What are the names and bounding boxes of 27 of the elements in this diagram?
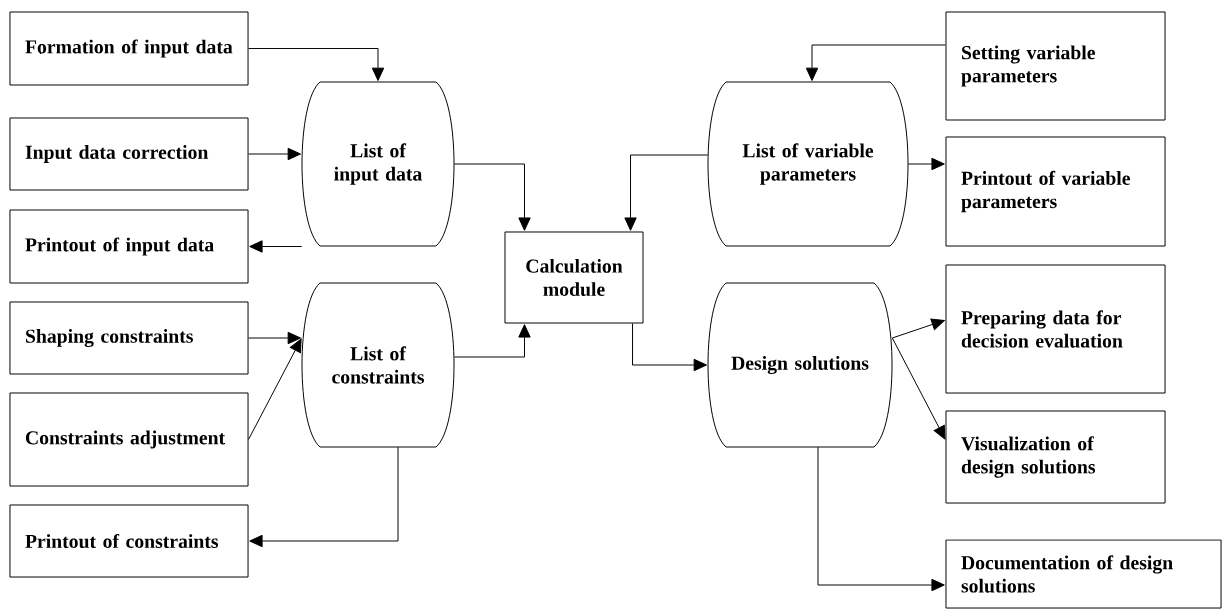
process-box: Input data correction (9, 117, 249, 191)
arrow (891, 318, 945, 339)
process-box: Preparing data for decision evaluation (945, 264, 1166, 394)
arrow (453, 163, 531, 231)
process-box: Setting variable parameters (945, 11, 1166, 121)
arrow (249, 240, 303, 253)
process-box: Documentation of design solutions (945, 539, 1222, 609)
arrow (805, 44, 946, 81)
arrow (907, 157, 945, 171)
arrow (248, 331, 301, 345)
arrow (249, 446, 399, 548)
process-box: Printout of input data (9, 209, 249, 284)
arrow (632, 323, 707, 372)
arrow (817, 446, 945, 592)
process-box: Shaping constraints (9, 301, 249, 375)
arrow (453, 324, 531, 358)
process-box: Visualization of design solutions (945, 410, 1166, 504)
process-box: Formation of input data (9, 11, 249, 86)
arrow (248, 338, 302, 440)
process-box: Constraints adjustment (9, 392, 249, 487)
arrow (248, 48, 385, 81)
process-box: Calculation module (504, 231, 644, 324)
process-box: Printout of constraints (9, 504, 249, 578)
process-box: Printout of variable parameters (945, 136, 1166, 247)
arrow (624, 154, 709, 231)
arrow (891, 337, 946, 440)
arrow (248, 147, 301, 161)
